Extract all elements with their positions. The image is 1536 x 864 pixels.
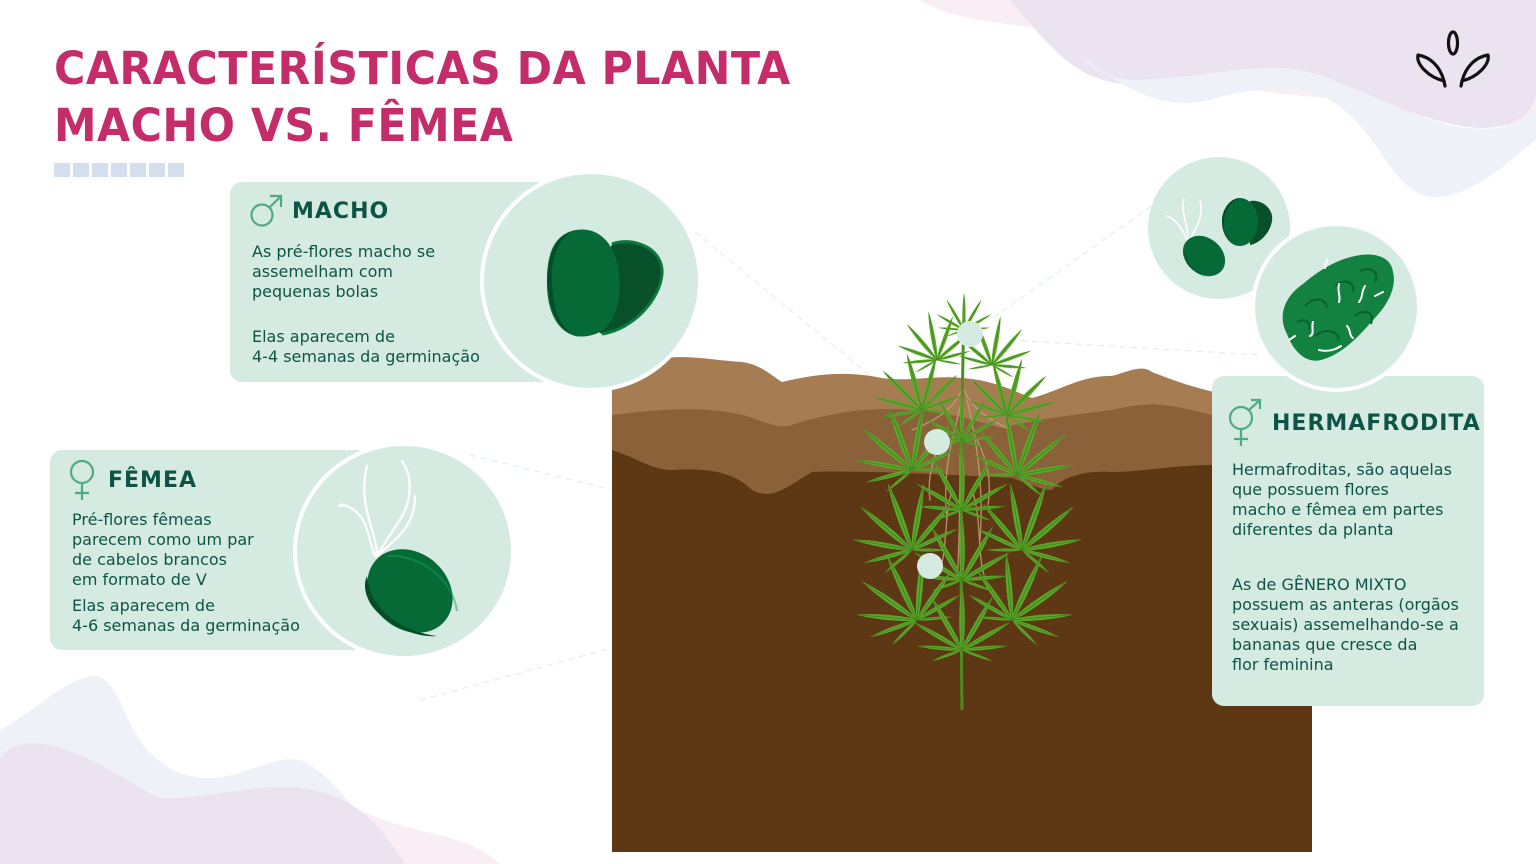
card-femea-timing: Elas aparecem de 4-6 semanas da germinaç… <box>72 596 370 636</box>
decor-dot <box>168 163 184 177</box>
card-femea-title: FÊMEA <box>108 467 198 493</box>
text-line: sexuais) assemelhando-se a <box>1232 615 1459 634</box>
decor-dot <box>92 163 108 177</box>
card-hermafrodita-description: Hermafroditas, são aquelas que possuem f… <box>1232 460 1484 540</box>
text-line: que possuem flores <box>1232 480 1389 499</box>
sprout-leaves-icon <box>1416 30 1490 88</box>
decor-dot <box>149 163 165 177</box>
male-preflower-circle <box>480 170 702 392</box>
card-macho-description: As pré-flores macho se assemelham com pe… <box>252 242 560 302</box>
card-macho-header: MACHO <box>248 194 560 228</box>
decor-dot <box>111 163 127 177</box>
decor-dot <box>73 163 89 177</box>
page-title: CARACTERÍSTICAS DA PLANTA MACHO VS. FÊME… <box>54 40 791 154</box>
card-hermafrodita: HERMAFRODITA Hermafroditas, são aquelas … <box>1212 376 1484 706</box>
text-line: em formato de V <box>72 570 207 589</box>
female-preflower-pistils-icon <box>338 459 458 637</box>
text-line: 4-4 semanas da germinação <box>252 347 480 366</box>
text-line: Pré-flores fêmeas <box>72 510 212 529</box>
decor-dot <box>130 163 146 177</box>
male-preflower-balls-icon <box>546 229 664 337</box>
male-symbol-icon <box>250 194 283 227</box>
title-line-1: CARACTERÍSTICAS DA PLANTA <box>54 42 791 95</box>
bud-circle <box>1251 222 1421 392</box>
card-hermafrodita-mixed-gender: As de GÊNERO MIXTO possuem as anteras (o… <box>1232 575 1484 675</box>
text-line: 4-6 semanas da germinação <box>72 616 300 635</box>
plant-soil-illustration <box>612 290 1312 852</box>
card-hermafrodita-header: HERMAFRODITA <box>1226 398 1484 448</box>
text-line: Elas aparecem de <box>72 596 215 615</box>
text-line: As de GÊNERO MIXTO <box>1232 575 1407 594</box>
bud-with-bananas-icon <box>1282 254 1394 361</box>
text-line: flor feminina <box>1232 655 1334 674</box>
female-symbol-icon <box>69 459 95 500</box>
hermaphrodite-symbol-icon <box>1228 398 1262 446</box>
title-line-2: MACHO VS. FÊMEA <box>54 99 514 152</box>
text-line: de cabelos brancos <box>72 550 227 569</box>
text-line: bananas que cresce da <box>1232 635 1418 654</box>
card-macho-title: MACHO <box>292 198 390 224</box>
text-line: Hermafroditas, são aquelas <box>1232 460 1452 479</box>
mixed-preflowers-icon <box>1166 198 1273 279</box>
text-line: assemelham com <box>252 262 393 281</box>
card-macho-timing: Elas aparecem de 4-4 semanas da germinaç… <box>252 327 560 367</box>
card-femea-header: FÊMEA <box>66 458 370 502</box>
text-line: parecem como um par <box>72 530 254 549</box>
card-hermafrodita-title: HERMAFRODITA <box>1272 410 1481 436</box>
text-line: pequenas bolas <box>252 282 379 301</box>
decor-dots <box>54 163 184 177</box>
text-line: diferentes da planta <box>1232 520 1394 539</box>
text-line: macho e fêmea em partes <box>1232 500 1444 519</box>
text-line: As pré-flores macho se <box>252 242 436 261</box>
card-femea-description: Pré-flores fêmeas parecem como um par de… <box>72 510 370 590</box>
text-line: possuem as anteras (orgãos <box>1232 595 1459 614</box>
text-line: Elas aparecem de <box>252 327 395 346</box>
female-preflower-circle <box>293 442 515 660</box>
decor-dot <box>54 163 70 177</box>
